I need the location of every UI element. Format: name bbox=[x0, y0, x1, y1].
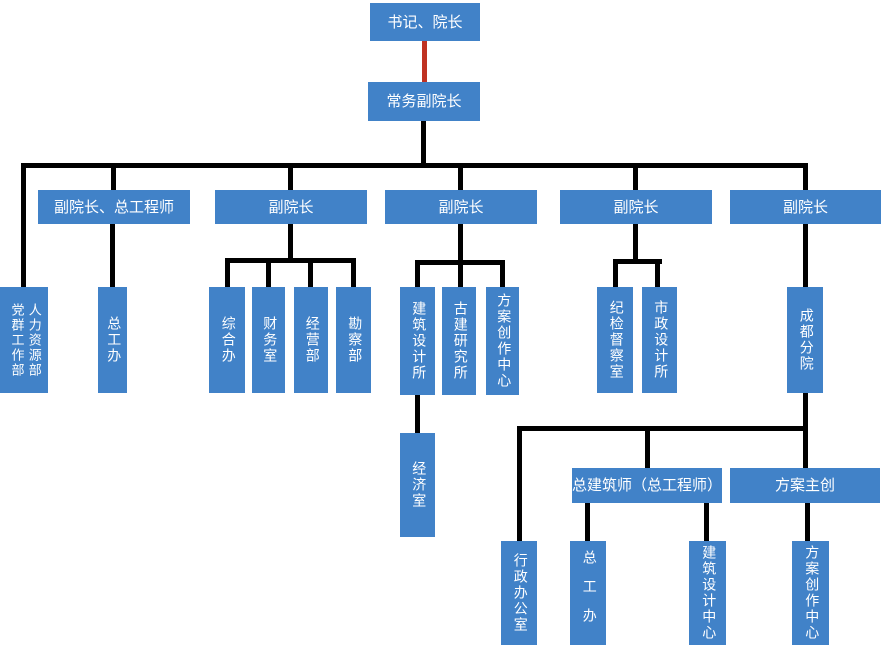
connector-drop-admin-office bbox=[517, 431, 522, 541]
node-scheme-lead: 方案主创 bbox=[730, 468, 880, 503]
node-scheme-creation-center-1: 方案创作中心 bbox=[486, 287, 519, 395]
node-branch-chief-engineer-office: 总工办 bbox=[570, 541, 606, 645]
node-discipline-inspection-office: 纪检督察室 bbox=[597, 287, 633, 393]
connector-drop-vp4 bbox=[633, 168, 638, 190]
connector-arch-institute-economy-office bbox=[415, 395, 420, 433]
connector-drop-discipline-office bbox=[613, 264, 618, 287]
node-exec-vice-president: 常务副院长 bbox=[368, 82, 480, 121]
node-president: 书记、院长 bbox=[370, 3, 480, 41]
node-arch-design-institute: 建筑设计所 bbox=[400, 287, 435, 395]
connector-vp5-chengdu-branch bbox=[803, 224, 808, 287]
node-chengdu-branch: 成都分院 bbox=[787, 287, 823, 393]
node-vp5: 副院长 bbox=[730, 190, 881, 224]
node-finance-office: 财务室 bbox=[252, 287, 285, 393]
connector-vp4-stem bbox=[633, 224, 638, 260]
node-economy-office: 经济室 bbox=[400, 433, 435, 537]
node-survey-dept: 勘察部 bbox=[336, 287, 371, 393]
connector-drop-municipal-institute bbox=[655, 264, 660, 287]
connector-drop-operations-dept bbox=[308, 263, 313, 287]
connector-drop-vp5 bbox=[803, 168, 808, 190]
connector-drop-arch-design-center bbox=[704, 503, 709, 541]
connector-drop-chief-architect bbox=[645, 431, 650, 468]
node-ancient-arch-institute: 古建研究所 bbox=[442, 287, 476, 395]
connector-vp2-rail bbox=[225, 258, 356, 263]
connector-drop-scheme-center-1 bbox=[500, 265, 505, 287]
connector-vp4-rail bbox=[613, 259, 662, 264]
connector-drop-survey-dept bbox=[351, 263, 356, 287]
connector-drop-vp2 bbox=[288, 168, 293, 190]
connector-drop-general-office bbox=[225, 263, 230, 287]
connector-chengdu-stem bbox=[803, 393, 808, 426]
connector-president-execvp bbox=[422, 41, 427, 82]
node-chief-architect: 总建筑师（总工程师） bbox=[572, 468, 722, 503]
node-vp-chief-engineer: 副院长、总工程师 bbox=[38, 190, 190, 224]
node-vp3: 副院长 bbox=[385, 190, 537, 224]
connector-chengdu-rail bbox=[517, 426, 808, 431]
hr-dept-label: 人力资源部 bbox=[25, 302, 41, 378]
node-municipal-design-institute: 市政设计所 bbox=[642, 287, 677, 393]
node-arch-design-center: 建筑设计中心 bbox=[689, 541, 726, 645]
node-vp4: 副院长 bbox=[560, 190, 712, 224]
connector-vp2-stem bbox=[288, 224, 293, 260]
node-chief-engineer-office: 总工办 bbox=[98, 287, 127, 393]
connector-vp3-stem bbox=[458, 224, 463, 287]
connector-drop-vp1 bbox=[111, 168, 116, 190]
connector-drop-finance-office bbox=[266, 263, 271, 287]
connector-drop-scheme-center-2 bbox=[805, 503, 810, 541]
connector-vp3-rail bbox=[415, 260, 505, 265]
node-scheme-creation-center-2: 方案创作中心 bbox=[792, 541, 829, 645]
connector-execvp-stem bbox=[421, 121, 426, 163]
node-general-office: 综合办 bbox=[209, 287, 245, 393]
node-vp2: 副院长 bbox=[215, 190, 367, 224]
node-admin-office: 行政办公室 bbox=[501, 541, 537, 645]
node-operations-dept: 经营部 bbox=[294, 287, 328, 393]
connector-drop-vp3 bbox=[458, 168, 463, 190]
party-mass-dept-label: 党群工作部 bbox=[8, 302, 24, 378]
node-party-mass-hr: 党群工作部 人力资源部 bbox=[0, 287, 48, 393]
connector-drop-scheme-lead bbox=[803, 431, 808, 468]
connector-vp1-chief-eng-office bbox=[110, 224, 115, 287]
connector-drop-arch-design-institute bbox=[415, 265, 420, 287]
connector-main-rail bbox=[21, 163, 808, 168]
connector-drop-party-hr bbox=[21, 168, 26, 287]
connector-drop-branch-chief-eng-office bbox=[585, 503, 590, 541]
